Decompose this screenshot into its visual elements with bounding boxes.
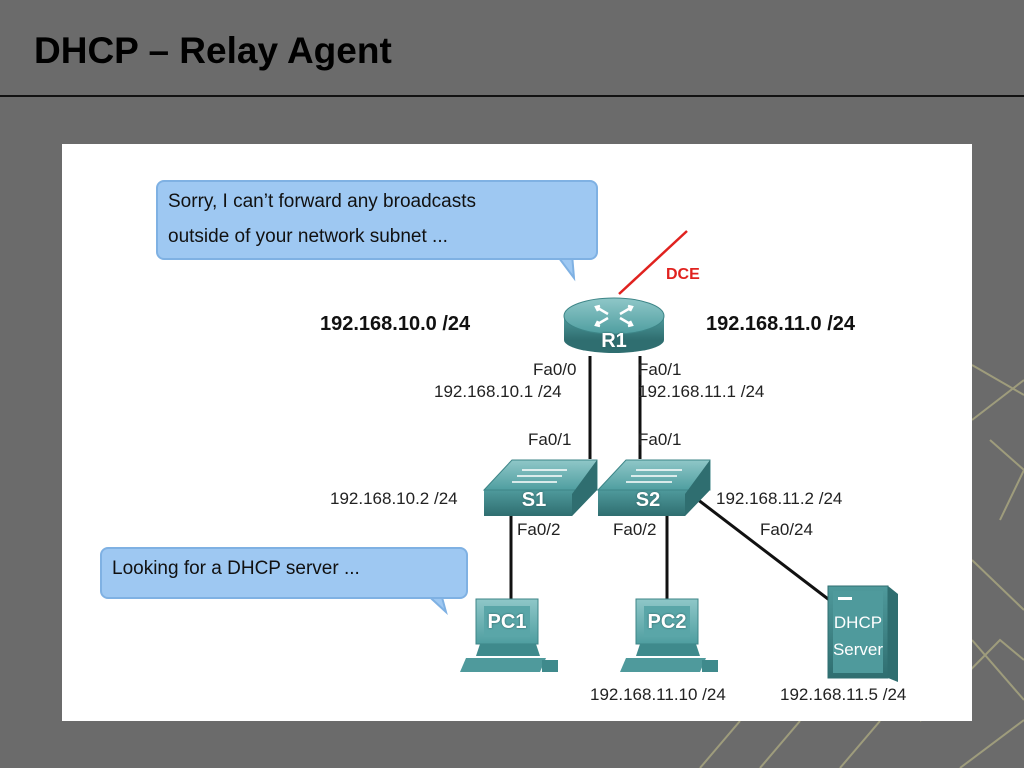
s2-name: S2 bbox=[635, 489, 661, 511]
s1-name: S1 bbox=[521, 489, 547, 511]
switch-s1-icon bbox=[482, 459, 598, 516]
pc2-ip: 192.168.11.10 /24 bbox=[590, 685, 726, 704]
network-diagram: Sorry, I can’t forward any broadcasts ou… bbox=[62, 144, 972, 721]
server-ip: 192.168.11.5 /24 bbox=[780, 685, 907, 704]
s1-ip: 192.168.10.2 /24 bbox=[330, 489, 458, 508]
pc1-name: PC1 bbox=[487, 611, 527, 633]
s1-down-interface: Fa0/2 bbox=[517, 520, 561, 539]
server-label-line2: Server bbox=[832, 640, 884, 659]
server-label-line1: DHCP bbox=[833, 613, 883, 632]
router-speech-bubble: Sorry, I can’t forward any broadcasts ou… bbox=[156, 180, 598, 260]
slide-title: DHCP – Relay Agent bbox=[34, 30, 392, 71]
switch-s2-icon bbox=[596, 459, 711, 516]
s1-uplink-interface: Fa0/1 bbox=[528, 430, 572, 449]
router-bubble-line2: outside of your network subnet ... bbox=[168, 226, 448, 247]
pc1-icon bbox=[460, 598, 558, 672]
pc2-name: PC2 bbox=[647, 611, 687, 633]
link-s2-server bbox=[696, 497, 833, 604]
pc-speech-bubble: Looking for a DHCP server ... bbox=[100, 547, 468, 599]
dhcp-server-icon bbox=[827, 585, 898, 682]
s2-uplink-interface: Fa0/1 bbox=[638, 430, 682, 449]
router-right-interface: Fa0/1 bbox=[638, 360, 682, 379]
dce-label: DCE bbox=[666, 266, 700, 283]
router-bubble-line1: Sorry, I can’t forward any broadcasts bbox=[168, 191, 476, 212]
network-links bbox=[509, 356, 833, 604]
router-right-ip: 192.168.11.1 /24 bbox=[638, 382, 765, 401]
router-left-ip: 192.168.10.1 /24 bbox=[434, 382, 562, 401]
right-network-label: 192.168.11.0 /24 bbox=[706, 313, 856, 335]
server-label: DHCP Server bbox=[824, 609, 892, 663]
diagram-graphics bbox=[419, 230, 898, 682]
left-network-label: 192.168.10.0 /24 bbox=[320, 313, 471, 335]
s2-ip: 192.168.11.2 /24 bbox=[716, 489, 843, 508]
router-left-interface: Fa0/0 bbox=[533, 360, 577, 379]
pc2-icon bbox=[620, 598, 718, 672]
s2-server-interface: Fa0/24 bbox=[760, 520, 813, 539]
dce-link bbox=[618, 230, 688, 295]
title-divider bbox=[0, 95, 1024, 97]
pc-bubble-text: Looking for a DHCP server ... bbox=[112, 558, 360, 579]
router-name: R1 bbox=[601, 330, 627, 352]
s2-down-interface: Fa0/2 bbox=[613, 520, 657, 539]
router-icon bbox=[563, 297, 665, 353]
